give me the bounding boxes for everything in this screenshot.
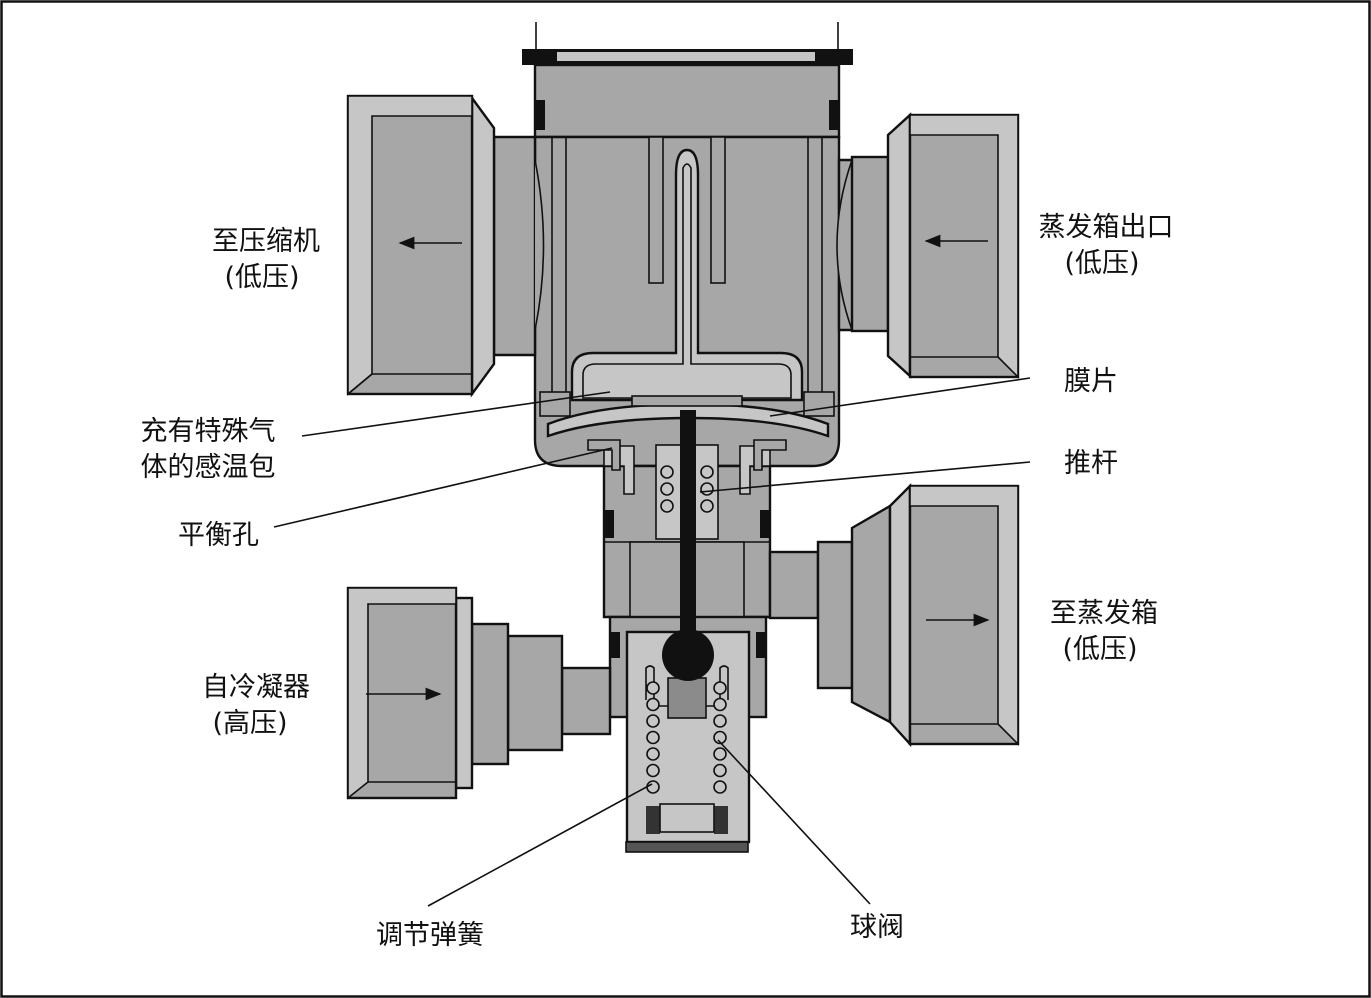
spring-coil xyxy=(713,747,727,761)
spring-coil xyxy=(713,697,727,712)
spring-coil xyxy=(713,681,727,695)
evaporator-outlet-line1: 蒸发箱出口 xyxy=(1039,212,1174,243)
label-adjusting-spring: 调节弹簧 xyxy=(376,920,484,951)
spring-coil xyxy=(646,714,660,728)
spring-coil xyxy=(660,465,674,479)
compressor-port xyxy=(346,94,545,398)
from-condenser-line2: (高压) xyxy=(212,708,287,739)
spring-coil xyxy=(713,780,727,794)
upper-spring xyxy=(660,465,714,513)
label-sensing-bulb: 充有特殊气 体的感温包 xyxy=(141,416,276,483)
spring-coil xyxy=(646,697,660,712)
spring-coil xyxy=(713,730,727,745)
top-cap xyxy=(522,22,853,65)
to-evaporator-line1: 至蒸发箱 xyxy=(1050,598,1158,629)
sensing-bulb-line1: 充有特殊气 xyxy=(141,416,276,447)
push-rod xyxy=(680,410,696,650)
spring-coil xyxy=(700,482,714,496)
label-to-compressor: 至压缩机 (低压) xyxy=(212,226,320,293)
label-ball-valve: 球阀 xyxy=(850,912,904,943)
label-push-rod: 推杆 xyxy=(1064,448,1118,479)
adjusting-spring xyxy=(646,681,727,794)
spring-coil xyxy=(713,763,727,778)
upper-housing xyxy=(533,63,841,468)
spring-coil xyxy=(700,499,714,513)
sensing-bulb-line2: 体的感温包 xyxy=(141,452,276,483)
leader-balance-hole xyxy=(273,447,613,528)
evaporator-outlet-port xyxy=(836,112,1020,379)
spring-coil xyxy=(646,747,660,761)
spring-coil xyxy=(646,681,660,695)
label-to-evaporator: 至蒸发箱 (低压) xyxy=(1050,598,1158,665)
spring-coil xyxy=(700,465,714,479)
to-compressor-line2: (低压) xyxy=(224,262,299,293)
from-condenser-line1: 自冷凝器 xyxy=(202,672,310,703)
label-evaporator-outlet: 蒸发箱出口 (低压) xyxy=(1039,212,1174,279)
condenser-port xyxy=(346,586,612,800)
leader-sensing-bulb xyxy=(301,391,611,437)
leader-push-rod xyxy=(699,461,1031,493)
spring-coil xyxy=(660,482,674,496)
to-compressor-line1: 至压缩机 xyxy=(212,226,320,257)
spring-coil xyxy=(646,730,660,745)
evaporator-outlet-line2: (低压) xyxy=(1064,248,1139,279)
leader-diaphragm xyxy=(769,377,1031,417)
ball xyxy=(662,629,714,681)
label-balance-hole: 平衡孔 xyxy=(178,520,259,551)
leader-adjusting-spring xyxy=(427,783,653,907)
spring-coil xyxy=(646,763,660,778)
spring-coil xyxy=(646,780,660,794)
spring-coil xyxy=(713,714,727,728)
label-from-condenser: 自冷凝器 (高压) xyxy=(202,672,310,739)
leader-ball-valve xyxy=(717,739,871,905)
spring-coil xyxy=(660,499,674,513)
evaporator-port xyxy=(768,483,1020,748)
to-evaporator-line2: (低压) xyxy=(1062,634,1137,665)
label-diaphragm: 膜片 xyxy=(1064,366,1118,397)
